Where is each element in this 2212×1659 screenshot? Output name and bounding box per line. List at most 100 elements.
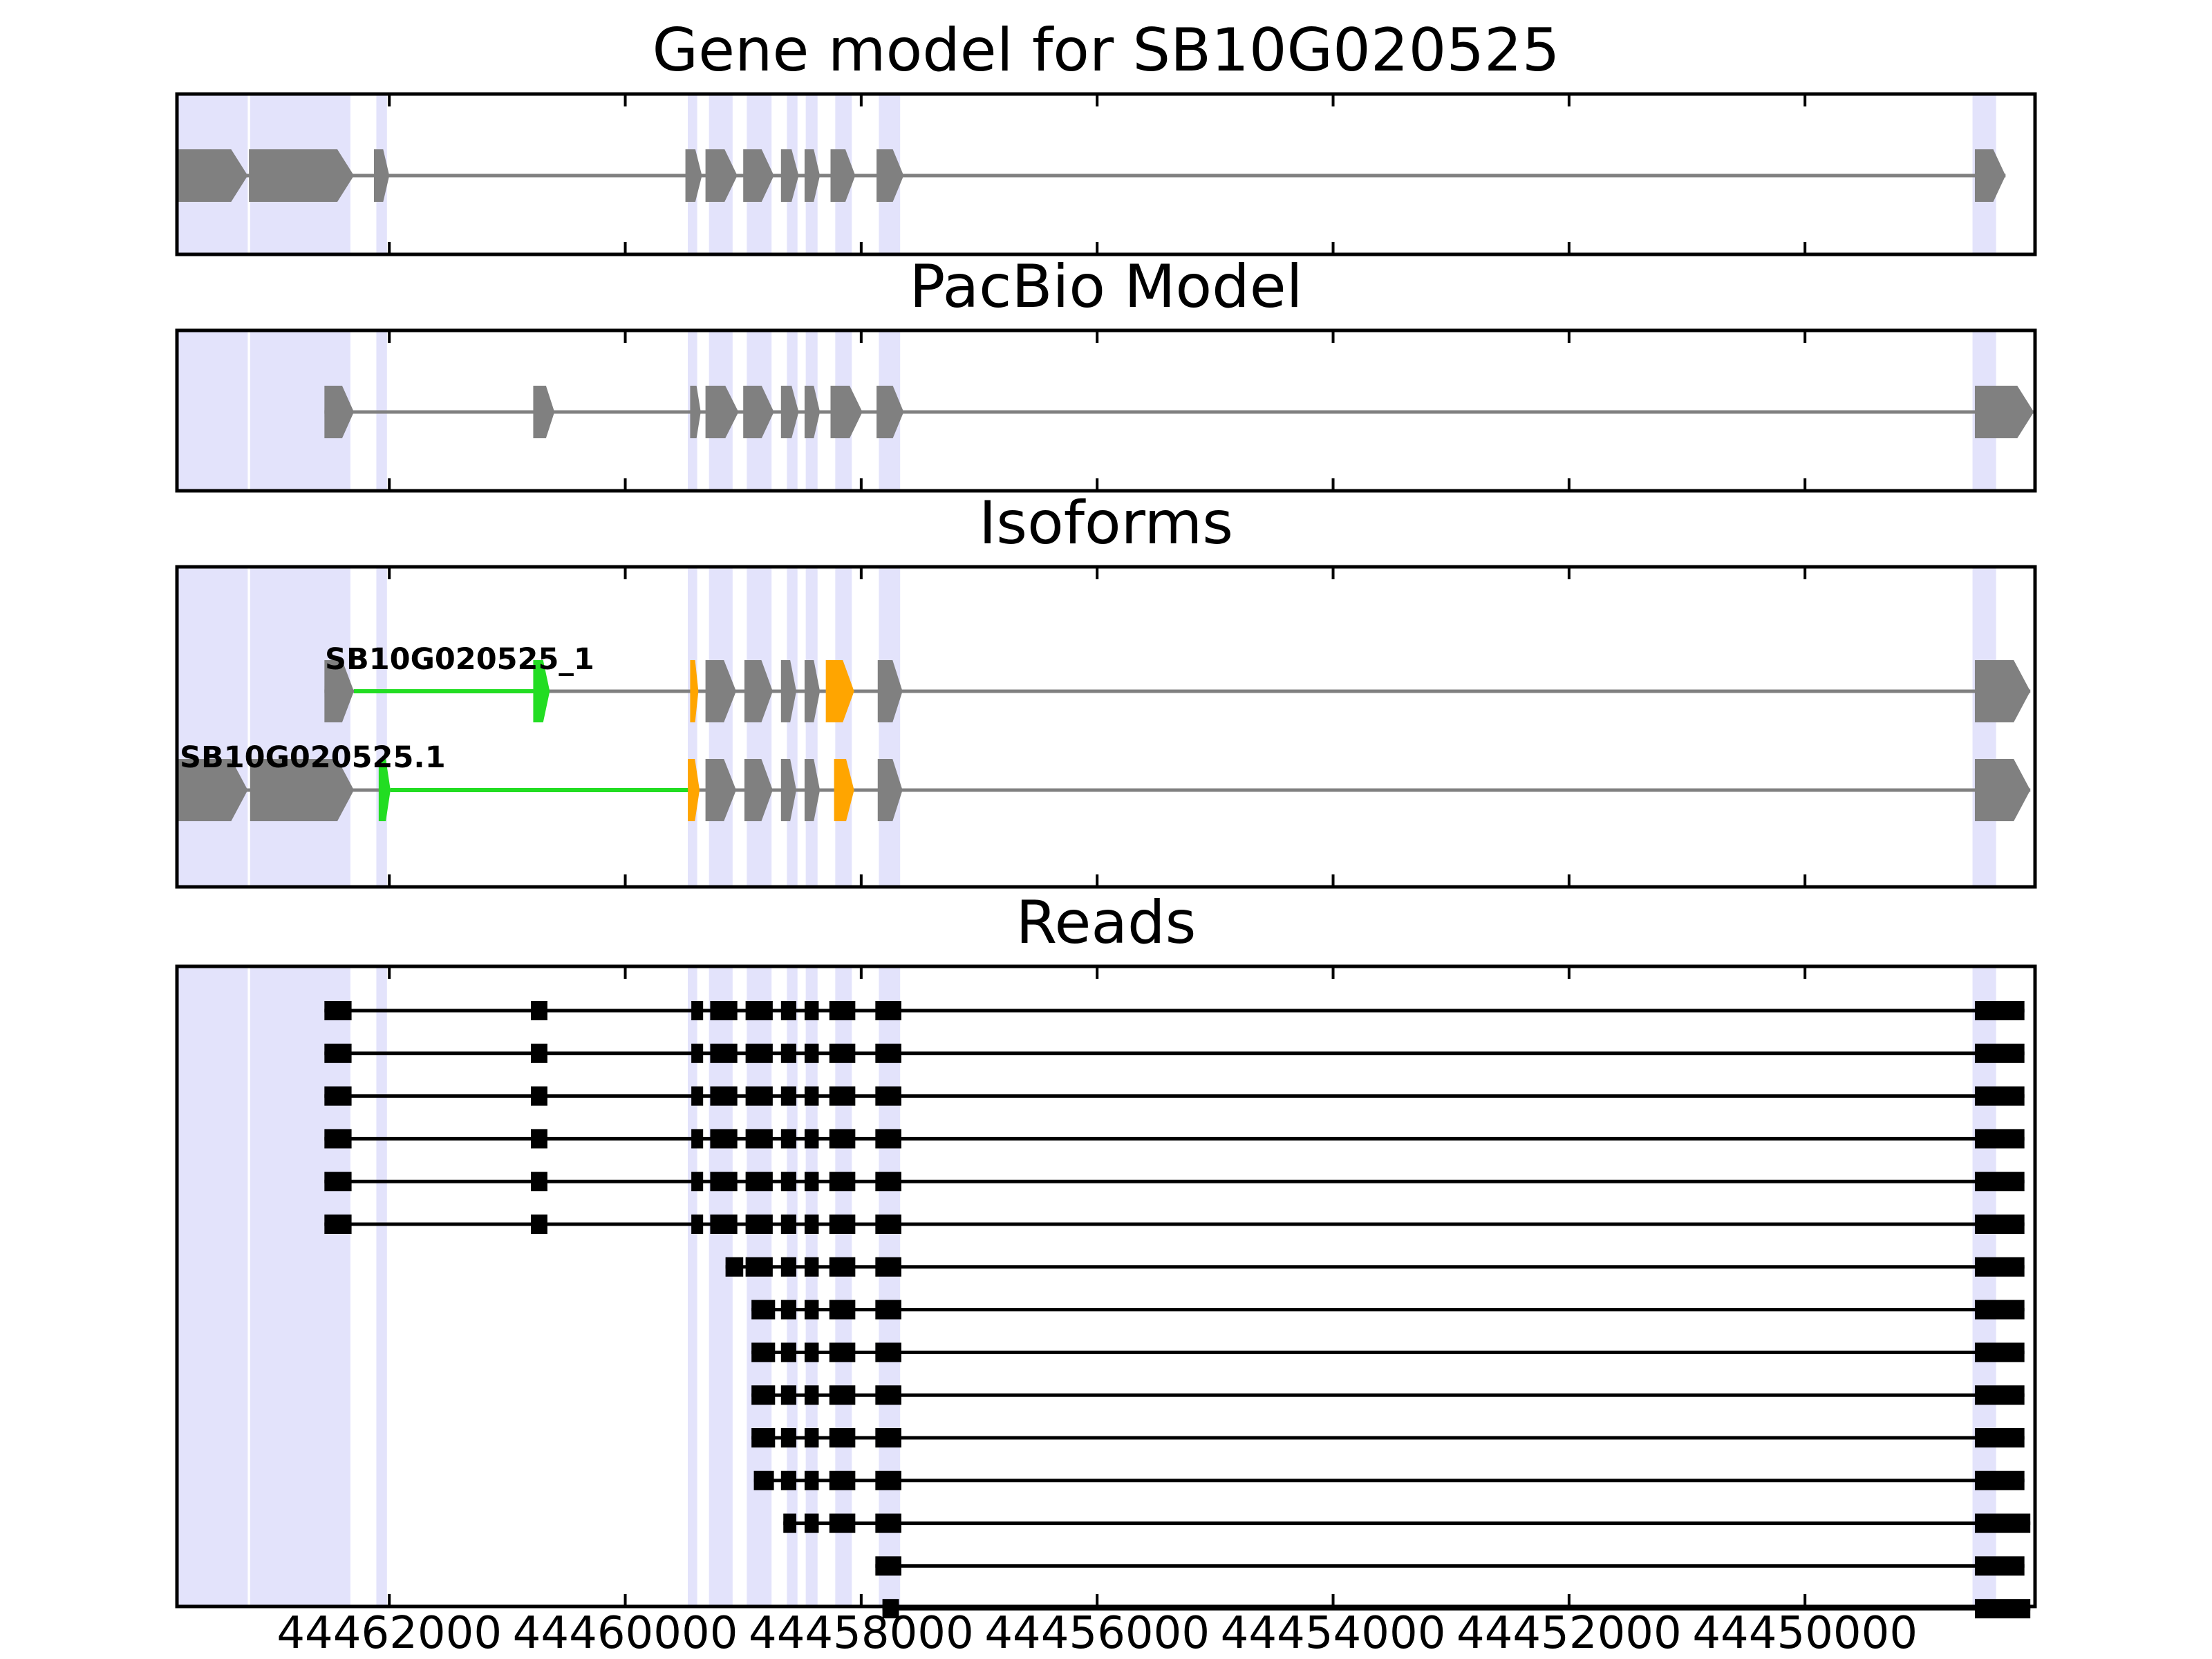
read-block (745, 1129, 773, 1149)
exon-block (877, 386, 904, 438)
exon-block (877, 759, 903, 821)
read-block (780, 1385, 796, 1405)
panel-title-pacbio-model: PacBio Model (909, 252, 1302, 321)
panel-title-gene-model: Gene model for SB10G020525 (653, 16, 1560, 85)
panel-frame (175, 92, 2037, 256)
read-block (531, 1043, 547, 1063)
read-block (780, 1172, 796, 1192)
read-block (804, 1129, 819, 1149)
read-block (691, 1043, 704, 1063)
read-block (829, 1428, 856, 1447)
exon-block (830, 149, 856, 202)
exon-block (324, 660, 354, 722)
gene-track (324, 386, 2034, 438)
x-tick-label: 44450000 (1692, 1608, 1918, 1659)
read-block (780, 1257, 796, 1277)
read-block (875, 1129, 901, 1149)
exon-block (705, 386, 739, 438)
read-row (751, 1428, 2025, 1447)
highlight-region (250, 567, 350, 887)
read-block (691, 1001, 704, 1020)
exon-block (830, 386, 863, 438)
panel-frame (175, 964, 2037, 1609)
gene-track (324, 660, 2031, 722)
read-block (875, 1172, 901, 1192)
read-block (324, 1001, 352, 1020)
read-block (531, 1172, 547, 1192)
read-block (804, 1513, 819, 1533)
read-block (691, 1129, 704, 1149)
exon-block (804, 386, 821, 438)
read-row (324, 1001, 2025, 1020)
highlight-region (178, 330, 248, 491)
highlight-region (687, 567, 697, 887)
read-row (751, 1300, 2025, 1320)
exon-block (1974, 660, 2031, 722)
read-block (745, 1043, 773, 1063)
read-block (780, 1086, 796, 1106)
x-tick-label: 44460000 (513, 1608, 738, 1659)
panel-frame (175, 565, 2037, 889)
read-block (531, 1001, 547, 1020)
x-tick-label: 44454000 (1221, 1608, 1446, 1659)
read-row (783, 1513, 2031, 1533)
read-block (875, 1470, 901, 1490)
read-block (780, 1215, 796, 1234)
read-block (1974, 1599, 2031, 1619)
exon-block (533, 660, 550, 722)
highlight-region (787, 567, 798, 887)
read-block (804, 1086, 819, 1106)
exon-block (780, 759, 796, 821)
exon-block (1974, 149, 2006, 202)
read-row (753, 1470, 2025, 1490)
read-block (1974, 1428, 2025, 1447)
read-block (745, 1215, 773, 1234)
read-block (691, 1215, 704, 1234)
read-block (829, 1257, 856, 1277)
exon-block (804, 149, 821, 202)
read-block (780, 1001, 796, 1020)
read-block (804, 1215, 819, 1234)
read-block (829, 1470, 856, 1490)
read-block (829, 1342, 856, 1362)
exon-block (744, 660, 773, 722)
read-row (324, 1086, 2025, 1106)
read-block (1974, 1342, 2025, 1362)
read-block (1974, 1300, 2025, 1320)
read-block (324, 1086, 352, 1106)
exon-block (177, 759, 248, 821)
exon-block (780, 386, 799, 438)
read-row (725, 1257, 2025, 1277)
isoform-label-1: SB10G020525_1 (325, 642, 594, 677)
read-block (531, 1129, 547, 1149)
read-block (804, 1342, 819, 1362)
highlight-region (747, 966, 772, 1606)
read-block (780, 1428, 796, 1447)
x-tick-label: 44458000 (749, 1608, 974, 1659)
gene-track (177, 149, 2006, 202)
read-block (745, 1257, 773, 1277)
read-block (725, 1257, 744, 1277)
read-block (1974, 1043, 2025, 1063)
exon-block (378, 759, 391, 821)
read-block (745, 1001, 773, 1020)
read-row (324, 1215, 2025, 1234)
highlight-region (879, 567, 901, 887)
exon-block (177, 149, 248, 202)
read-block (829, 1300, 856, 1320)
panel-title-isoforms: Isoforms (979, 489, 1233, 558)
gene-track (177, 759, 2031, 821)
read-block (1974, 1129, 2025, 1149)
read-block (829, 1086, 856, 1106)
isoform-label-2: SB10G020525.1 (180, 740, 446, 775)
read-block (1974, 1257, 2025, 1277)
read-block (1974, 1556, 2025, 1576)
exon-block (250, 759, 354, 821)
highlight-region (687, 966, 697, 1606)
read-block (882, 1599, 899, 1619)
read-block (751, 1300, 776, 1320)
exon-block (705, 660, 736, 722)
exon-block (374, 149, 390, 202)
exon-block (744, 759, 773, 821)
